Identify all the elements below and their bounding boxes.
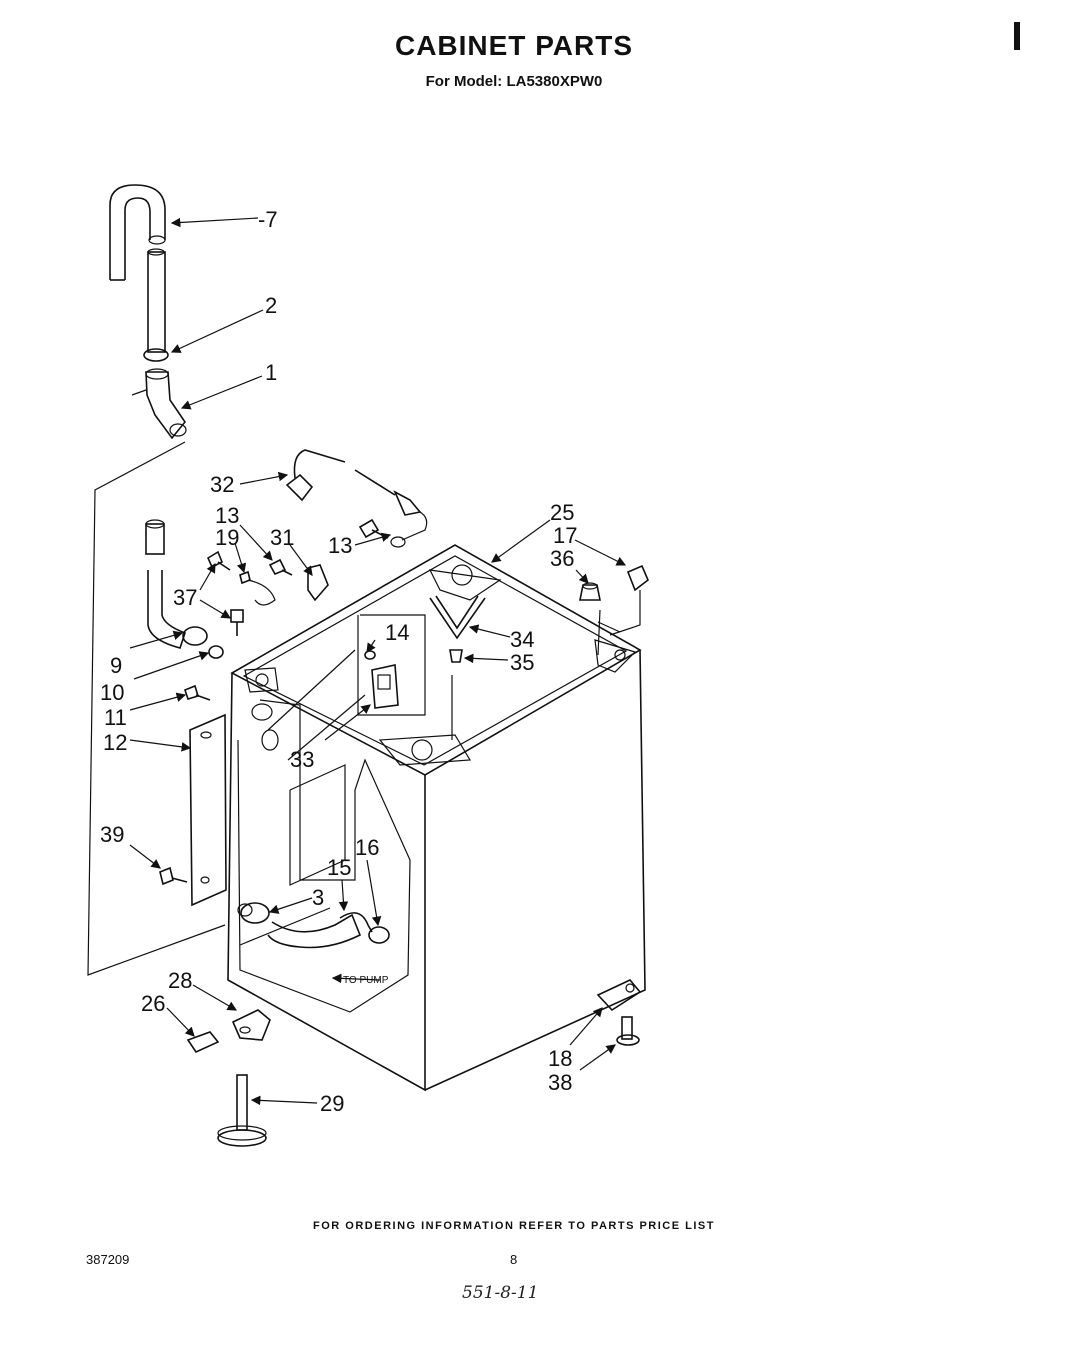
model-subtitle: For Model: LA5380XPW0 bbox=[425, 73, 603, 90]
leveling-leg-29 bbox=[217, 1074, 267, 1147]
panel-12 bbox=[189, 713, 227, 907]
clamp-3 bbox=[237, 902, 270, 924]
callout-32: 32 bbox=[210, 472, 234, 497]
standpipe-hose bbox=[109, 184, 166, 353]
callout-17: 17 bbox=[553, 523, 577, 548]
callout-35: 35 bbox=[510, 650, 534, 675]
callout-38: 38 bbox=[548, 1070, 572, 1095]
callout-10: 10 bbox=[100, 680, 124, 705]
callout-13-left: 13 bbox=[215, 503, 239, 528]
clamp-16 bbox=[368, 926, 390, 944]
callout-25: 25 bbox=[550, 500, 574, 525]
page-number: 8 bbox=[510, 1252, 518, 1267]
washer-10 bbox=[208, 645, 224, 659]
spring-bracket-34 bbox=[429, 595, 486, 640]
callout-19: 19 bbox=[215, 525, 239, 550]
leg-bracket-18 bbox=[596, 979, 642, 1012]
drain-elbow-1 bbox=[131, 368, 187, 440]
callout-16: 16 bbox=[355, 835, 379, 860]
switch-14 bbox=[364, 650, 399, 709]
foot-38 bbox=[616, 1016, 640, 1046]
page-title: CABINET PARTS bbox=[394, 30, 634, 61]
callout-1: 1 bbox=[265, 360, 277, 385]
callout-34: 34 bbox=[510, 627, 534, 652]
callout-12: 12 bbox=[103, 730, 127, 755]
phantom-outline bbox=[87, 441, 641, 976]
leader-lines bbox=[129, 217, 627, 1106]
callout-18: 18 bbox=[548, 1046, 572, 1071]
cabinet-body bbox=[227, 544, 646, 1092]
callout-labels: -7 2 1 32 13 19 13 31 37 9 10 11 12 14 3… bbox=[100, 207, 577, 1116]
callout-26: 26 bbox=[141, 991, 165, 1016]
document-number: 387209 bbox=[86, 1252, 130, 1267]
clip-26 bbox=[186, 1031, 220, 1054]
inlet-hose-9 bbox=[145, 519, 208, 649]
pump-hose-15 bbox=[267, 912, 373, 949]
hose-clamp-2 bbox=[143, 348, 169, 362]
screw-11 bbox=[184, 684, 211, 701]
callout-9: 9 bbox=[110, 653, 122, 678]
screw-39 bbox=[159, 866, 188, 886]
callout-2: 2 bbox=[265, 293, 277, 318]
callout-11: 11 bbox=[104, 705, 127, 730]
to-pump-label: TO PUMP bbox=[343, 975, 389, 986]
callout-15: 15 bbox=[327, 855, 351, 880]
callout-33: 33 bbox=[290, 747, 314, 772]
leg-bracket-28 bbox=[231, 1009, 271, 1041]
power-cord-32 bbox=[285, 449, 428, 548]
screws-group bbox=[206, 518, 649, 636]
callout-3: 3 bbox=[312, 885, 324, 910]
callout-36: 36 bbox=[550, 546, 574, 571]
callout-29: 29 bbox=[320, 1091, 344, 1116]
corner-registration-mark bbox=[1014, 22, 1020, 50]
callout-13-right: 13 bbox=[328, 533, 352, 558]
handwritten-note: 551-8-11 bbox=[462, 1283, 539, 1303]
callout-39: 39 bbox=[100, 822, 124, 847]
callout-7: -7 bbox=[258, 207, 278, 232]
callout-37: 37 bbox=[173, 585, 197, 610]
callout-14: 14 bbox=[385, 620, 409, 645]
callout-31: 31 bbox=[270, 525, 294, 550]
cap-35 bbox=[449, 649, 463, 663]
callout-28: 28 bbox=[168, 968, 192, 993]
ordering-info: FOR ORDERING INFORMATION REFER TO PARTS … bbox=[313, 1220, 715, 1232]
